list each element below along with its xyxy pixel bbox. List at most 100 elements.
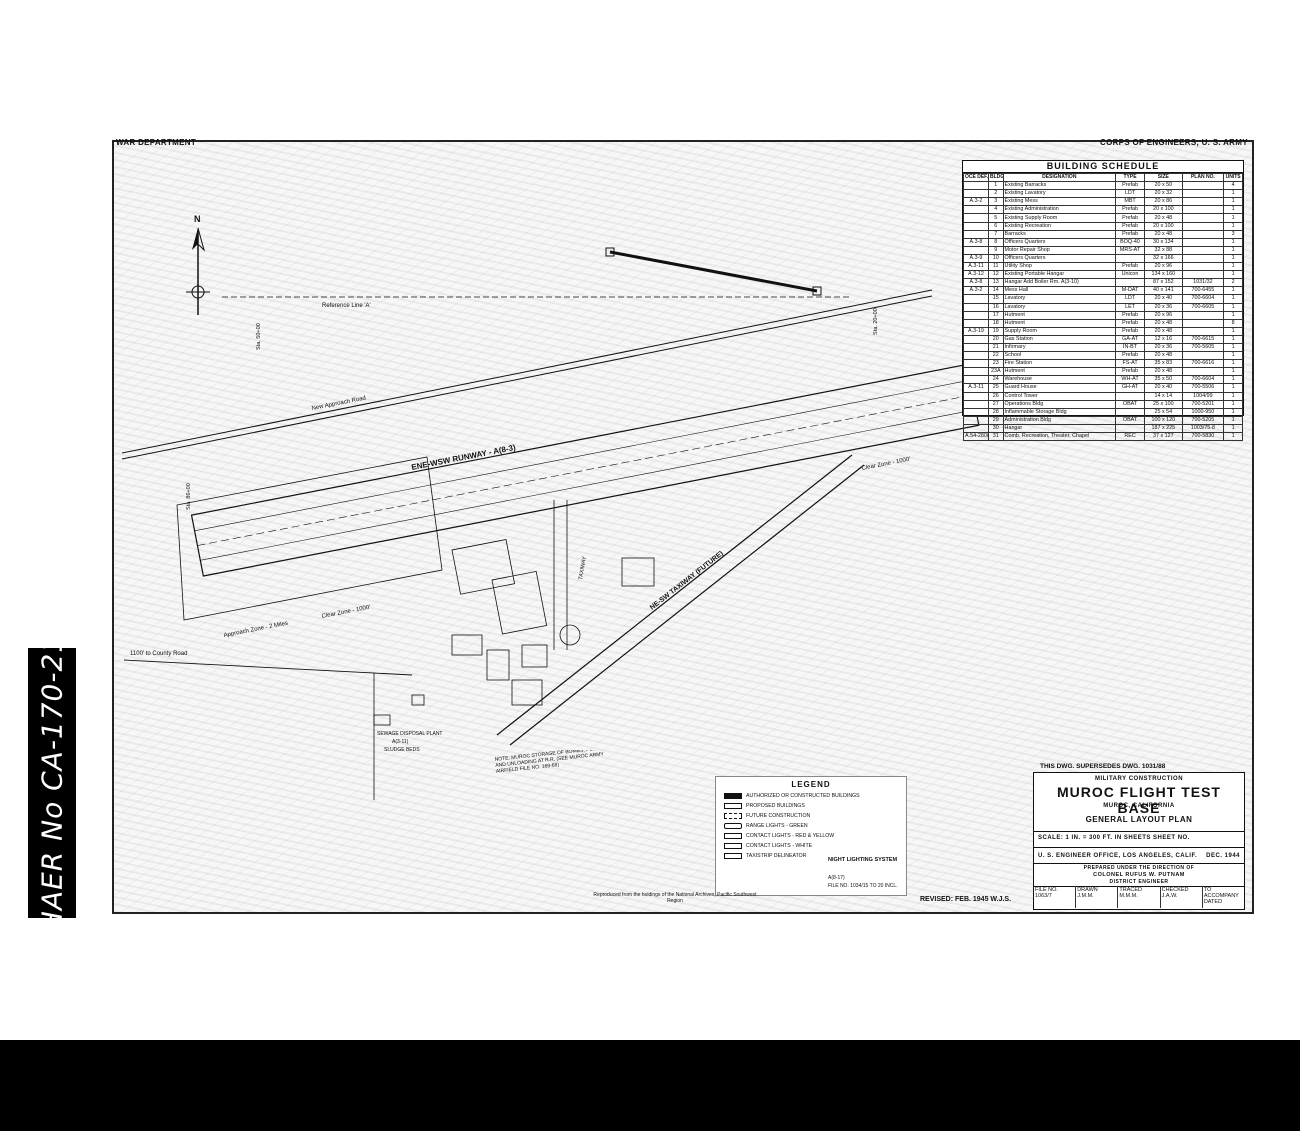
table-cell	[1181, 270, 1225, 280]
sludge-beds-label: SLUDGE BEDS	[384, 747, 420, 753]
table-cell	[1181, 245, 1225, 255]
table-cell: 20 x 48	[1144, 326, 1183, 336]
table-cell: Prefab	[1114, 318, 1146, 328]
table-cell: Existing Lavatory	[1002, 189, 1116, 199]
table-cell	[1114, 391, 1146, 401]
table-cell: 20 x 48	[1144, 351, 1183, 361]
table-cell: A.3-19	[963, 326, 989, 336]
war-department-header: WAR DEPARTMENT	[116, 138, 197, 147]
table-cell: REC	[1114, 431, 1146, 442]
table-cell: 20 x 48	[1144, 213, 1183, 223]
table-cell: 27	[987, 399, 1004, 409]
date-label: DEC. 1944	[1206, 853, 1240, 859]
title-block: MILITARY CONSTRUCTION MUROC FLIGHT TEST …	[1033, 772, 1245, 910]
table-cell: 29	[987, 415, 1004, 425]
table-cell: 11	[987, 262, 1004, 272]
table-cell	[963, 334, 989, 344]
table-cell: 700-6615	[1181, 334, 1225, 344]
table-cell: 30	[987, 423, 1004, 434]
table-cell: 1	[1223, 431, 1243, 442]
table-cell: 1	[1223, 391, 1243, 401]
file-no-value: 1063/7	[1035, 893, 1052, 899]
table-cell: 700-6605	[1181, 302, 1225, 312]
station-label-2: Sta. 20+00	[873, 308, 879, 335]
table-cell: 21	[987, 342, 1004, 353]
table-cell: 87 x 152	[1144, 278, 1183, 288]
table-cell: LDT	[1114, 294, 1146, 304]
table-cell: 187 x 225	[1144, 423, 1183, 434]
corps-of-engineers-header: CORPS OF ENGINEERS, U. S. ARMY	[1100, 138, 1248, 147]
title-divider	[1034, 831, 1244, 832]
clear-zone-label-2: Clear Zone - 1000'	[861, 457, 911, 472]
bottom-bar	[0, 1040, 1300, 1131]
table-cell: 1	[1223, 351, 1243, 361]
table-cell: MBT	[1114, 197, 1146, 207]
table-cell	[1114, 278, 1146, 288]
table-cell: 12	[987, 270, 1004, 280]
table-cell: 1	[1223, 294, 1243, 304]
table-cell: Officers Quarters	[1002, 253, 1116, 264]
table-cell: 35 x 83	[1144, 359, 1183, 369]
table-cell: 1	[1223, 221, 1243, 231]
table-cell: Existing Administration	[1002, 205, 1116, 215]
table-cell	[1181, 221, 1225, 231]
table-cell: Prefab	[1114, 229, 1146, 239]
legend-swatch	[724, 793, 742, 799]
legend-swatch	[724, 813, 742, 819]
table-cell: FS-AT	[1114, 359, 1146, 369]
table-cell: Utility Shop	[1002, 262, 1116, 272]
table-cell: 700-6604	[1181, 294, 1225, 304]
table-cell: Prefab	[1114, 351, 1146, 361]
table-cell	[963, 205, 989, 215]
table-cell: 1003/75-8	[1181, 423, 1225, 434]
table-cell: IN-BT	[1114, 342, 1146, 353]
table-cell	[963, 221, 989, 231]
table-cell: 134 x 160	[1144, 270, 1183, 280]
table-cell: 1	[987, 181, 1004, 191]
table-cell	[963, 342, 989, 353]
table-cell: 2	[987, 189, 1004, 199]
lighting-note: NIGHT LIGHTING SYSTEM	[828, 857, 898, 863]
location-label: MUROC, CALIFORNIA	[1103, 803, 1175, 809]
title-divider	[1034, 863, 1244, 864]
legend-item: CONTACT LIGHTS - RED & YELLOW	[724, 833, 834, 839]
table-cell: 23A	[987, 367, 1004, 377]
legend-item: FUTURE CONSTRUCTION	[724, 813, 810, 819]
table-cell: 700-6455	[1181, 286, 1225, 296]
table-cell: 35 x 50	[1144, 375, 1183, 385]
table-cell: 1	[1223, 197, 1243, 207]
table-cell: 17	[987, 310, 1004, 320]
table-cell	[963, 310, 989, 320]
table-cell	[1114, 253, 1146, 264]
table-cell: Prefab	[1114, 310, 1146, 320]
table-cell: 1	[1223, 310, 1243, 320]
lighting-file-ref: FILE NO. 1034/15 TO 20 INCL.	[828, 883, 898, 889]
legend-item-label: PROPOSED BUILDINGS	[746, 803, 805, 809]
table-cell: Existing Portable Hangar	[1002, 270, 1116, 280]
lighting-ref: A(8-17)	[828, 875, 845, 881]
table-cell	[1181, 367, 1225, 377]
table-cell: 9	[987, 245, 1004, 255]
table-cell: 32 x 166	[1144, 253, 1183, 264]
table-cell	[963, 407, 989, 417]
table-cell: 32 x 88	[1144, 245, 1183, 255]
drawn-label: DRAWN	[1077, 887, 1098, 893]
table-cell: 6	[987, 221, 1004, 231]
table-cell: Guard House	[1002, 383, 1116, 393]
legend-item: PROPOSED BUILDINGS	[724, 803, 805, 809]
table-cell	[963, 181, 989, 191]
